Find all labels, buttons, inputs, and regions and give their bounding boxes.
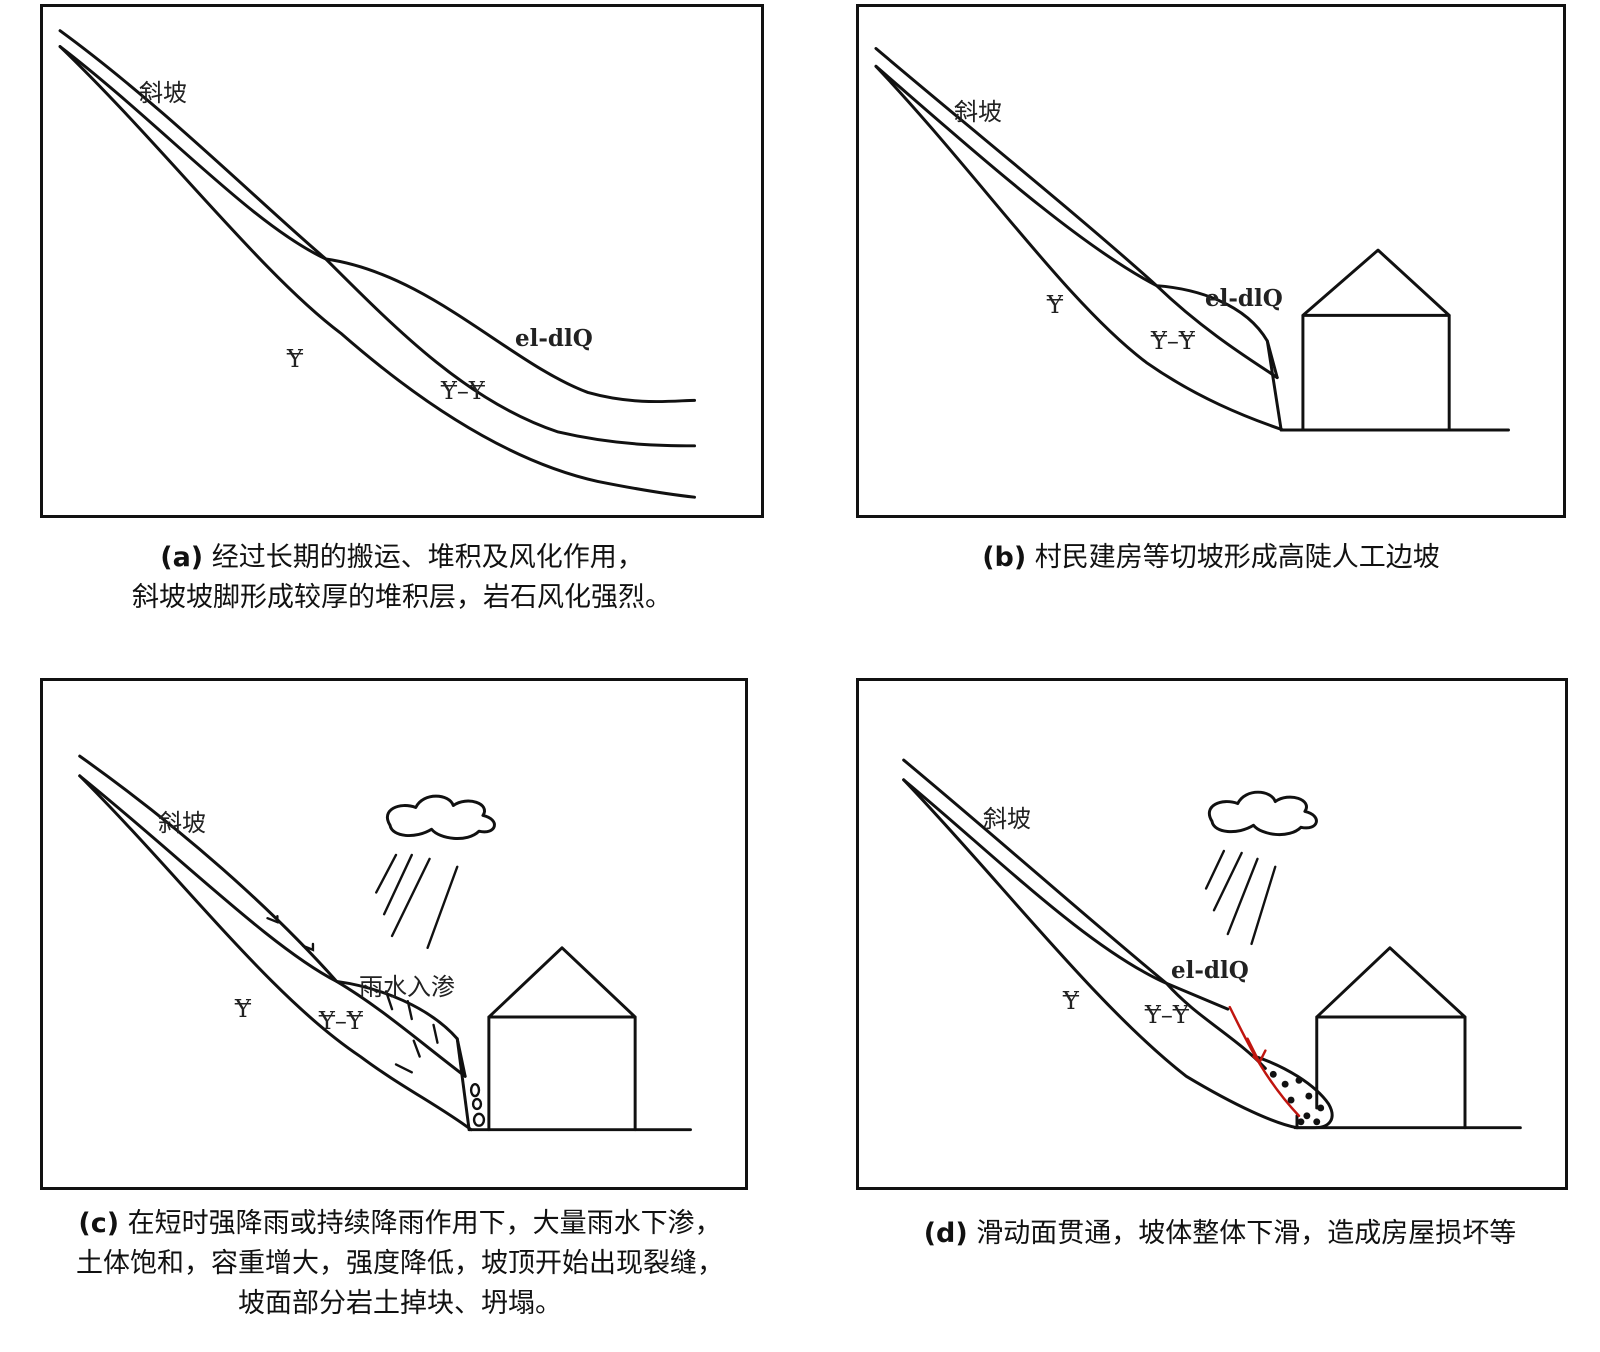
house-outline [1303,250,1449,430]
caption-a: (a) 经过长期的搬运、堆积及风化作用， 斜坡坡脚形成较厚的堆积层，岩石风化强烈… [40,538,764,618]
caption-tag: (d) [924,1218,968,1249]
weathered-rock-symbol: Ɏ–Ɏ [441,377,485,405]
house-outline [1317,948,1465,1128]
panel-c-diagram [43,681,745,1187]
caption-tag: (c) [78,1208,119,1239]
slope-label: 斜坡 [954,92,1002,127]
rain-icon [376,855,457,948]
slope-label: 斜坡 [158,803,206,838]
deposit-label: el-dlQ [1171,957,1249,984]
panel-c: 斜坡 雨水入渗 Ɏ Ɏ–Ɏ [40,678,748,1190]
rock-symbol: Ɏ [235,995,251,1023]
falling-rock-icon [471,1084,484,1126]
cut-face-line [1267,341,1281,430]
bedrock-boundary-line [80,776,471,1130]
slope-label: 斜坡 [983,799,1031,834]
weathered-rock-symbol: Ɏ–Ɏ [319,1007,363,1035]
rock-symbol: Ɏ [287,345,303,373]
caption-line: 在短时强降雨或持续降雨作用下，大量雨水下渗， [128,1208,722,1239]
caption-b: (b) 村民建房等切坡形成高陡人工边坡 [856,538,1566,578]
panel-a: 斜坡 el-dlQ Ɏ Ɏ–Ɏ [40,4,764,518]
caption-c: (c) 在短时强降雨或持续降雨作用下，大量雨水下渗， 土体饱和，容重增大，强度降… [0,1204,800,1324]
caption-d: (d) 滑动面贯通，坡体整体下滑，造成房屋损坏等 [840,1214,1600,1254]
caption-tag: (b) [982,542,1026,573]
rain-icon [1206,851,1275,944]
panel-d-diagram [859,681,1565,1187]
rock-symbol: Ɏ [1047,291,1063,319]
caption-line: 经过长期的搬运、堆积及风化作用， [212,542,644,573]
panel-d: 斜坡 el-dlQ Ɏ Ɏ–Ɏ [856,678,1568,1190]
weathered-boundary-line [80,776,465,1076]
caption-line: 土体饱和，容重增大，强度降低，坡顶开始出现裂缝， [76,1248,724,1279]
caption-tag: (a) [160,542,203,573]
deposit-label: el-dlQ [515,325,593,352]
weathered-rock-symbol: Ɏ–Ɏ [1151,327,1195,355]
rain-infiltration-label: 雨水入渗 [359,967,455,1002]
panel-b-diagram [859,7,1563,515]
caption-line: 坡面部分岩土掉块、坍塌。 [238,1288,562,1319]
caption-line: 滑动面贯通，坡体整体下滑，造成房屋损坏等 [976,1218,1516,1249]
cut-face-line [457,1039,469,1130]
cloud-icon [387,796,494,838]
rock-symbol: Ɏ [1063,987,1079,1015]
house-outline [489,948,635,1130]
deposit-label: el-dlQ [1205,285,1283,312]
slope-surface-line [876,49,1277,378]
caption-line: 村民建房等切坡形成高陡人工边坡 [1035,542,1440,573]
caption-line: 斜坡坡脚形成较厚的堆积层，岩石风化强烈。 [132,582,672,613]
slope-label: 斜坡 [139,73,187,108]
cloud-icon [1209,792,1316,834]
weathered-rock-symbol: Ɏ–Ɏ [1145,1001,1189,1029]
weathered-boundary-line [876,66,1277,377]
panel-b: 斜坡 el-dlQ Ɏ Ɏ–Ɏ [856,4,1566,518]
